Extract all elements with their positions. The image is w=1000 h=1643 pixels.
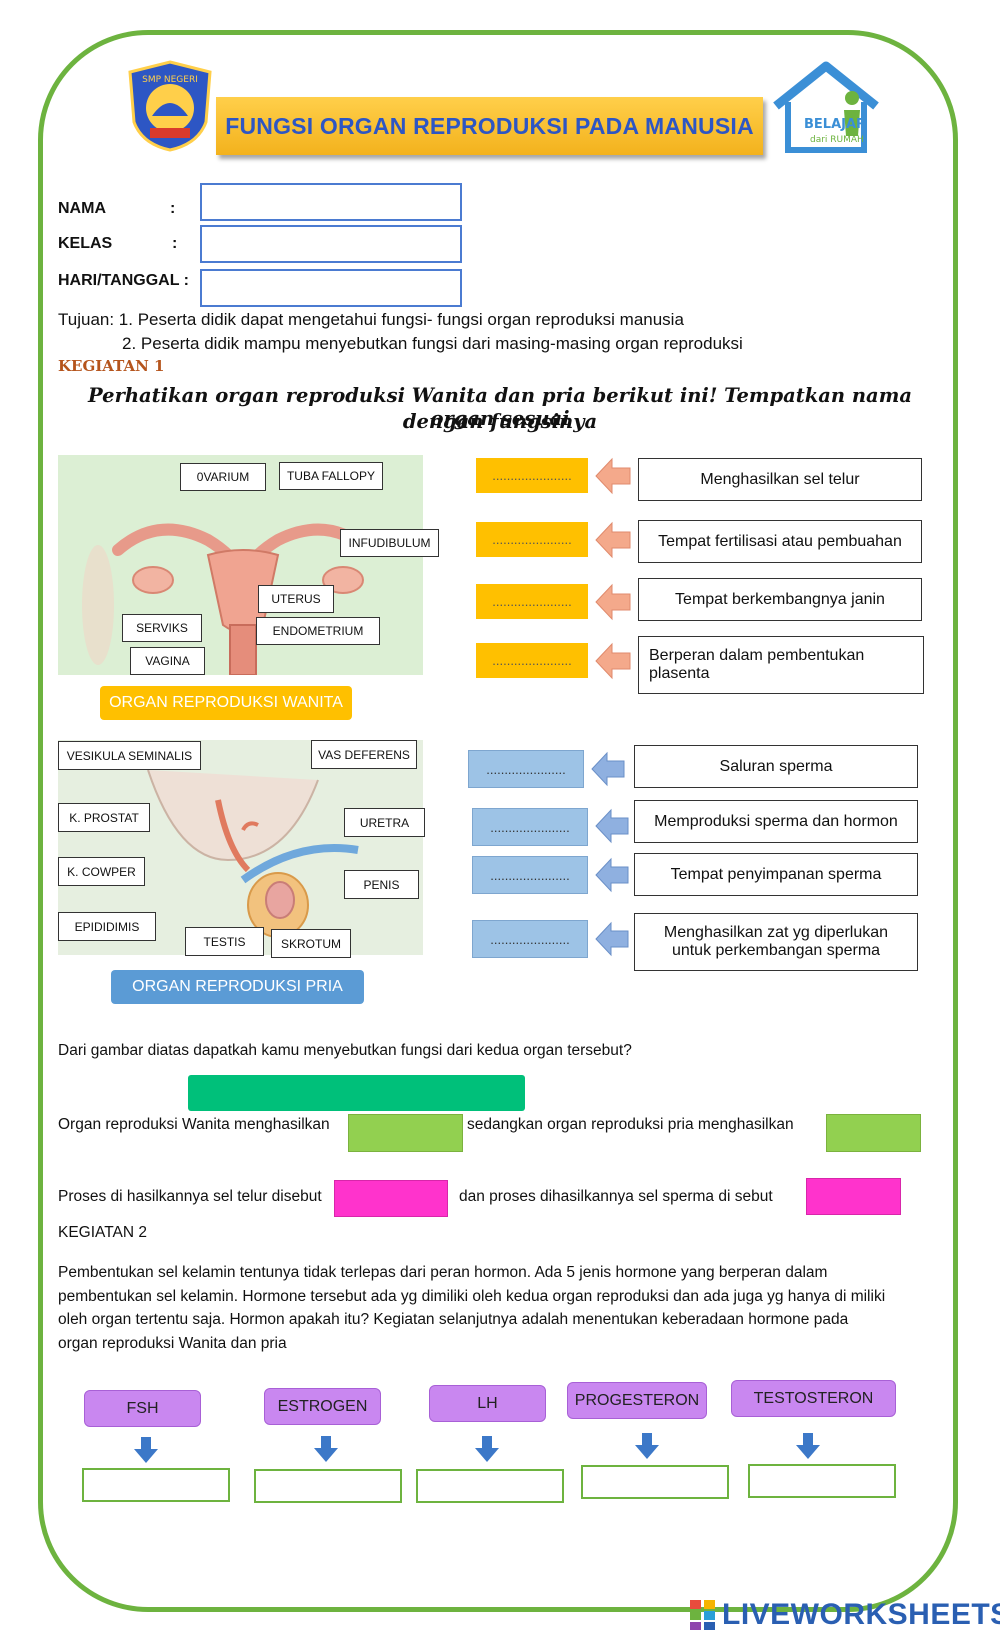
female-answer-2[interactable]: ...................... <box>476 522 588 557</box>
objective-2: 2. Peserta didik mampu menyebutkan fungs… <box>122 334 743 353</box>
liveworksheets-logo: LIVEWORKSHEETS <box>690 1598 1000 1632</box>
label-tuba-fallopy: TUBA FALLOPY <box>279 462 383 490</box>
kelas-colon: : <box>172 235 178 252</box>
label-infudibulum: INFUDIBULUM <box>340 529 439 557</box>
female-answer-1[interactable]: ...................... <box>476 458 588 493</box>
lh-answer-input[interactable] <box>416 1469 564 1503</box>
arrow-down-icon <box>314 1436 338 1462</box>
kelas-label: KELAS <box>58 235 113 252</box>
arrow-left-icon <box>595 921 629 957</box>
objective-1: Tujuan: 1. Peserta didik dapat mengetahu… <box>58 310 684 329</box>
arrow-left-icon <box>595 808 629 844</box>
label-testis: TESTIS <box>185 927 264 956</box>
arrow-left-icon <box>595 642 631 680</box>
arrow-left-icon <box>591 751 625 787</box>
tanggal-input[interactable] <box>200 269 462 307</box>
arrow-down-icon <box>796 1433 820 1459</box>
male-answer-3[interactable]: ...................... <box>472 856 588 894</box>
arrow-left-icon <box>595 583 631 621</box>
label-k-prostat: K. PROSTAT <box>58 803 150 832</box>
tanggal-label: HARI/TANGGAL : <box>58 272 189 289</box>
female-uterus-illustration <box>82 523 374 676</box>
kegiatan-2-paragraph: Pembentukan sel kelamin tentunya tidak t… <box>58 1261 958 1355</box>
instruction-line-2: dengan fungsinya <box>402 410 598 433</box>
hormone-lh: LH <box>429 1385 546 1422</box>
nama-colon: : <box>170 200 176 217</box>
kegiatan-1-heading: KEGIATAN 1 <box>58 357 165 375</box>
instruction-line-1: Perhatikan organ reproduksi Wanita dan p… <box>88 384 912 430</box>
fsh-answer-input[interactable] <box>82 1468 230 1502</box>
answer-proses-sel-sperma[interactable] <box>806 1178 901 1215</box>
answer-proses-sel-telur[interactable] <box>334 1180 448 1217</box>
male-answer-4[interactable]: ...................... <box>472 920 588 958</box>
paragraph-line: Pembentukan sel kelamin tentunya tidak t… <box>58 1264 828 1281</box>
arrow-left-icon <box>595 457 631 495</box>
question-1: Dari gambar diatas dapatkah kamu menyebu… <box>58 1042 632 1059</box>
paragraph-line: organ reproduksi Wanita dan pria <box>58 1334 287 1352</box>
male-organ-illustration <box>147 769 359 938</box>
label-skrotum: SKROTUM <box>271 929 351 958</box>
answer-wanita-menghasilkan[interactable] <box>348 1114 463 1152</box>
paragraph-line: pembentukan sel kelamin. Hormone tersebu… <box>58 1287 886 1305</box>
liveworksheets-icon <box>690 1600 715 1630</box>
page-frame <box>38 30 958 1612</box>
label-vagina: VAGINA <box>130 647 205 675</box>
label-penis: PENIS <box>344 870 419 899</box>
male-function-3: Tempat penyimpanan sperma <box>634 853 918 896</box>
male-organ-image <box>58 740 423 955</box>
question-2a: Organ reproduksi Wanita menghasilkan <box>58 1116 330 1133</box>
answer-fungsi-input[interactable] <box>188 1075 525 1111</box>
question-3a: Proses di hasilkannya sel telur disebut <box>58 1188 322 1205</box>
female-caption: ORGAN REPRODUKSI WANITA <box>100 686 352 720</box>
testosteron-answer-input[interactable] <box>748 1464 896 1498</box>
paragraph-line: oleh organ tertentu saja. Hormon apakah … <box>58 1311 849 1328</box>
label-endometrium: ENDOMETRIUM <box>256 617 380 645</box>
arrow-down-icon <box>134 1437 158 1463</box>
school-logo: SMP NEGERI <box>128 60 212 152</box>
label-uretra: URETRA <box>344 808 425 837</box>
nama-label: NAMA <box>58 200 106 217</box>
label-vesikula-seminalis: VESIKULA SEMINALIS <box>58 741 201 770</box>
male-function-2: Memproduksi sperma dan hormon <box>634 800 918 843</box>
svg-text:BELAJAR: BELAJAR <box>804 117 866 132</box>
female-function-3: Tempat berkembangnya janin <box>638 578 922 621</box>
answer-pria-menghasilkan[interactable] <box>826 1114 921 1152</box>
female-function-4: Berperan dalam pembentukan plasenta <box>638 636 924 694</box>
svg-text:SMP NEGERI: SMP NEGERI <box>142 75 198 85</box>
female-answer-3[interactable]: ...................... <box>476 584 588 619</box>
question-2b: sedangkan organ reproduksi pria menghasi… <box>467 1116 794 1133</box>
arrow-down-icon <box>635 1433 659 1459</box>
label-uterus: UTERUS <box>258 585 334 613</box>
female-answer-4[interactable]: ...................... <box>476 643 588 678</box>
hormone-progesteron: PROGESTERON <box>567 1382 707 1419</box>
male-function-1: Saluran sperma <box>634 745 918 788</box>
progesteron-answer-input[interactable] <box>581 1465 729 1499</box>
label-serviks: SERVIKS <box>122 614 202 642</box>
kegiatan-2-heading: KEGIATAN 2 <box>58 1224 148 1241</box>
female-function-2: Tempat fertilisasi atau pembuahan <box>638 520 922 563</box>
female-function-1: Menghasilkan sel telur <box>638 458 922 501</box>
label-k-cowper: K. COWPER <box>58 857 145 886</box>
question-3b: dan proses dihasilkannya sel sperma di s… <box>459 1188 773 1205</box>
hormone-testosteron: TESTOSTERON <box>731 1380 896 1417</box>
liveworksheets-brand: LIVEWORKSHEETS <box>722 1598 1000 1631</box>
worksheet-title: FUNGSI ORGAN REPRODUKSI PADA MANUSIA <box>216 97 763 155</box>
svg-text:dari RUMAH: dari RUMAH <box>810 135 864 145</box>
hormone-fsh: FSH <box>84 1390 201 1427</box>
male-answer-2[interactable]: ...................... <box>472 808 588 846</box>
arrow-left-icon <box>595 857 629 893</box>
arrow-down-icon <box>475 1436 499 1462</box>
label-vas-deferens: VAS DEFERENS <box>311 740 417 769</box>
male-function-4: Menghasilkan zat yg diperlukan untuk per… <box>634 913 918 971</box>
belajar-dari-rumah-logo: BELAJAR dari RUMAH <box>773 61 879 153</box>
nama-input[interactable] <box>200 183 462 221</box>
label-epididimis: EPIDIDIMIS <box>58 912 156 941</box>
kelas-input[interactable] <box>200 225 462 263</box>
hormone-estrogen: ESTROGEN <box>264 1388 381 1425</box>
arrow-left-icon <box>595 521 631 559</box>
male-caption: ORGAN REPRODUKSI PRIA <box>111 970 364 1004</box>
male-answer-1[interactable]: ...................... <box>468 750 584 788</box>
label-ovarium: 0VARIUM <box>180 463 266 491</box>
estrogen-answer-input[interactable] <box>254 1469 402 1503</box>
